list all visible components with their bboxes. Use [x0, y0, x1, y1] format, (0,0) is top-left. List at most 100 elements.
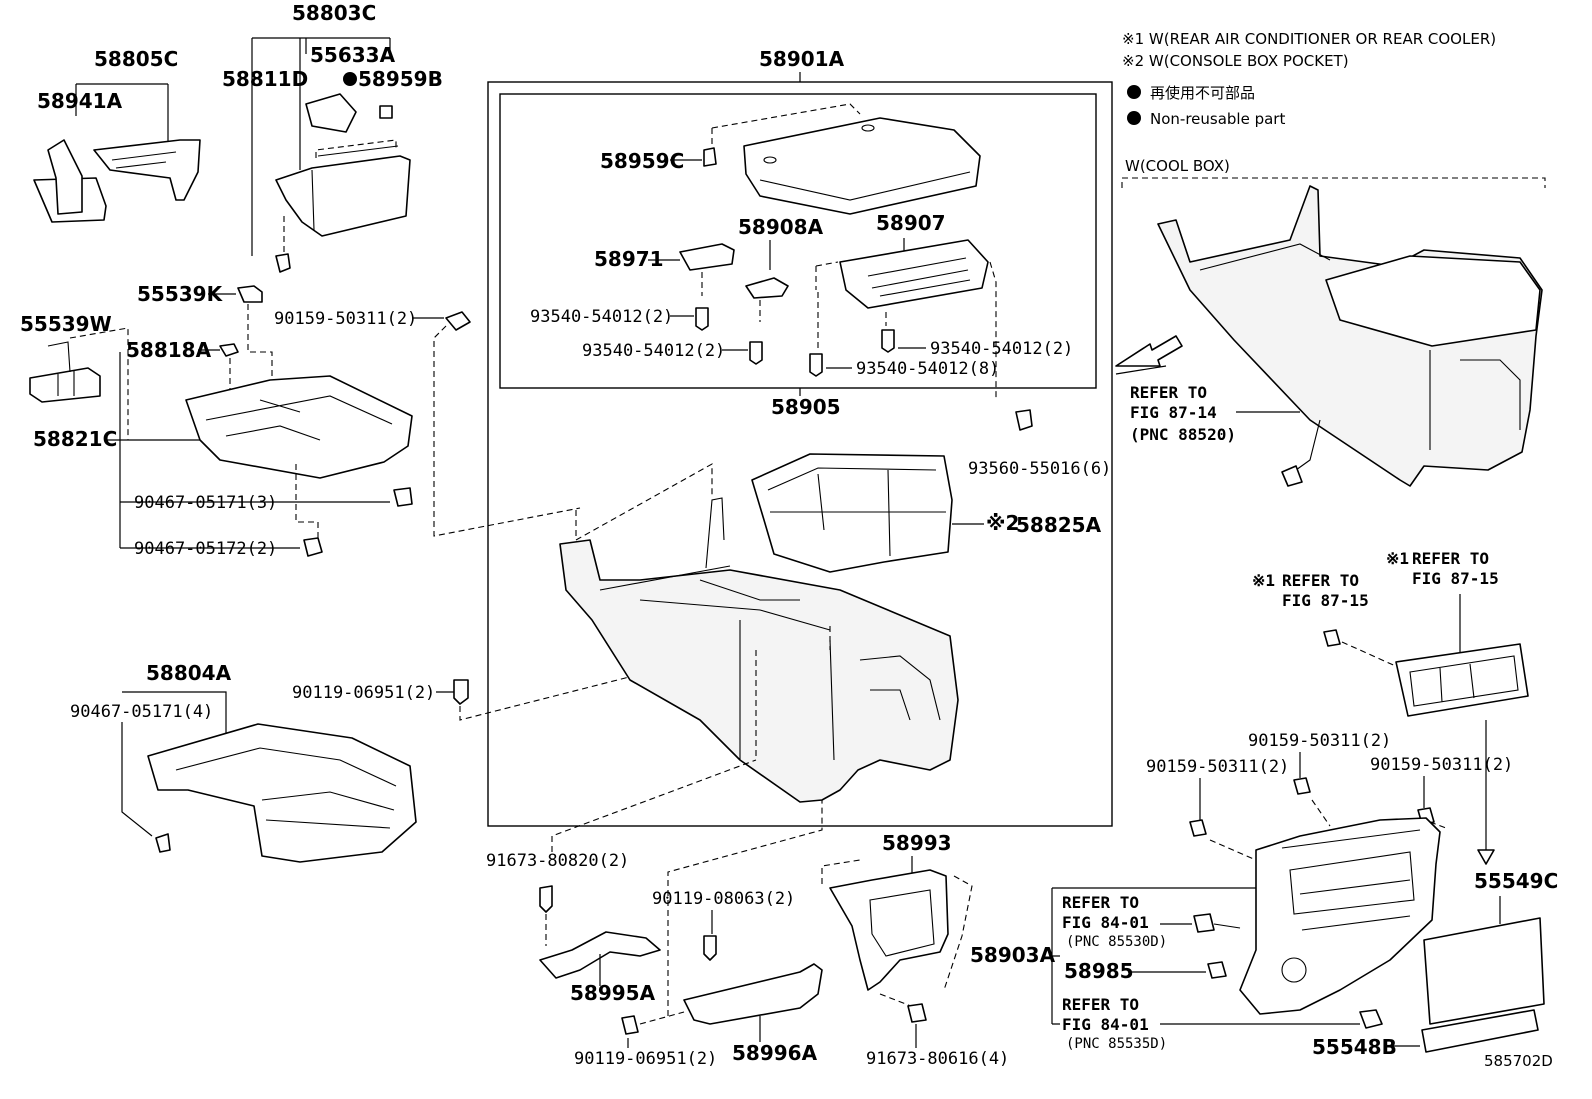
group-cool-box: REFER TO FIG 87-14 (PNC 88520): [1115, 185, 1543, 487]
screw-93540-icon: [749, 341, 763, 365]
frame-58901A: [487, 81, 1113, 827]
group-58805C: 58805C 58941A: [33, 47, 201, 223]
screw-icon: [1323, 629, 1341, 647]
part-58996A: [683, 963, 823, 1025]
bolt-91673-icon: [907, 1003, 927, 1023]
group-58903A-callouts: REFER TO FIG 84-01 (PNC 85530D) 58903A 5…: [970, 887, 1360, 1052]
group-58821C: 55539K 55539W 58818A 58821C 90467-05171(…: [20, 282, 413, 559]
label-91673-80616-4: 91673-80616(4): [866, 1049, 1009, 1069]
label-55549C: 55549C: [1474, 869, 1558, 893]
ref-84-01b-line1: REFER TO: [1062, 995, 1139, 1014]
arrow-down-icon: [1477, 849, 1495, 865]
ref-84-01a-line3: (PNC 85530D): [1066, 934, 1167, 950]
part-58941A-block: [47, 139, 83, 215]
part-58818A: [219, 343, 239, 357]
bolt-90119-icon: [453, 679, 469, 705]
frame-58905: [499, 93, 1097, 389]
group-90119-mid: 90119-06951(2): [292, 625, 831, 721]
label-90119-06951-bot: 90119-06951(2): [574, 1049, 717, 1069]
label-90119-08063-2: 90119-08063(2): [652, 889, 795, 909]
label-58805C: 58805C: [94, 47, 178, 71]
label-93540-54012-2b: 93540-54012(2): [582, 341, 725, 361]
label-58803C: 58803C: [292, 1, 376, 25]
ref-84-01a-line1: REFER TO: [1062, 893, 1139, 912]
part-58825A-pocket: [751, 453, 953, 573]
non-reusable-dot-icon: [1127, 85, 1141, 99]
label-55539W: 55539W: [20, 312, 112, 336]
part-clip-90467-05172: [303, 537, 323, 557]
part-58993: [829, 869, 949, 991]
label-58941A: 58941A: [37, 89, 123, 113]
screw-93560-icon: [1015, 409, 1033, 431]
note-console-box-pocket: ※2 W(CONSOLE BOX POCKET): [1122, 52, 1349, 70]
bolt-90159-icon: [445, 311, 471, 331]
legend-notes: ※1 W(REAR AIR CONDITIONER OR REAR COOLER…: [1121, 30, 1546, 188]
group-rear-controls: ※1 REFER TO FIG 87-15 ※1 REFER TO FIG 87…: [1146, 549, 1558, 1059]
group-bottom-brackets: 91673-80820(2) 58995A 90119-08063(2) 589…: [486, 759, 1009, 1069]
screw-90159-icon: [1293, 777, 1311, 795]
non-reusable-en: Non-reusable part: [1150, 110, 1285, 128]
group-58803C: 58803C 55633A 58811D 58959B: [222, 1, 443, 273]
ref-87-15b-mark: ※1: [1386, 549, 1409, 568]
arrow-left-icon: [1115, 335, 1183, 367]
ref-84-01a-line2: FIG 84-01: [1062, 913, 1149, 932]
part-58971: [679, 243, 735, 271]
label-58804A: 58804A: [146, 661, 232, 685]
part-58821C-tray: [185, 375, 413, 479]
part-console-body: [559, 539, 959, 803]
label-90159-50311-l: 90159-50311(2): [1146, 757, 1289, 777]
label-58971: 58971: [594, 247, 664, 271]
screw-93540-icon: [695, 307, 709, 331]
part-58959C-pin: [703, 147, 717, 167]
part-58903A-panel: [1239, 817, 1441, 1015]
label-58995A: 58995A: [570, 981, 656, 1005]
non-reusable-dot-icon: [1127, 111, 1141, 125]
label-90467-05171-3: 90467-05171(3): [134, 493, 277, 513]
ref-87-14-line2: FIG 87-14: [1130, 403, 1217, 422]
label-58959B: 58959B: [358, 67, 443, 91]
part-console-lid: [743, 117, 981, 215]
note-rear-air-conditioner: ※1 W(REAR AIR CONDITIONER OR REAR COOLER…: [1122, 30, 1496, 48]
part-rear-ac-control: [1395, 643, 1529, 717]
group-58804A: 58804A 90467-05171(4): [70, 661, 417, 863]
label-58993: 58993: [882, 831, 952, 855]
cool-box-title: W(COOL BOX): [1125, 157, 1230, 175]
label-93560-55016-6: 93560-55016(6): [968, 459, 1111, 479]
label-58903A: 58903A: [970, 943, 1056, 967]
ref-87-15b-line1: REFER TO: [1412, 549, 1489, 568]
label-90159-50311-m: 90159-50311(2): [1248, 731, 1391, 751]
part-58811D-clip: [275, 253, 291, 273]
label-58825A: 58825A: [1016, 513, 1102, 537]
screw-90159-icon: [1189, 819, 1207, 837]
ref-84-01b-line3: (PNC 85535D): [1066, 1036, 1167, 1052]
label-58959C: 58959C: [600, 149, 684, 173]
label-55548B: 55548B: [1312, 1035, 1397, 1059]
group-58901A: 58901A 58905 58959C 58907 58971 58908A 9…: [487, 47, 1113, 827]
ref-87-15a-line2: FIG 87-15: [1282, 591, 1369, 610]
label-90159-50311-r: 90159-50311(2): [1370, 755, 1513, 775]
part-58804A: [147, 723, 417, 863]
bolt-90119-icon: [621, 1015, 639, 1035]
label-58985: 58985: [1064, 959, 1134, 983]
ref-87-15a-mark: ※1: [1252, 571, 1275, 590]
part-58803C-box: [275, 155, 411, 237]
ref-87-15b-line2: FIG 87-15: [1412, 569, 1499, 588]
label-58811D: 58811D: [222, 67, 308, 91]
part-55633A: [305, 93, 357, 133]
label-90467-05172-2: 90467-05172(2): [134, 539, 277, 559]
screw-93540-icon: [809, 353, 823, 377]
part-55548B-clip: [1359, 1009, 1383, 1029]
part-clip-90467-05171-b: [155, 833, 171, 853]
non-reusable-dot-icon: [343, 72, 357, 86]
group-90159-top: 90159-50311(2): [274, 309, 581, 537]
connector-85530D-icon: [1193, 913, 1215, 933]
label-58907: 58907: [876, 211, 946, 235]
label-58908A: 58908A: [738, 215, 824, 239]
part-55548B-tray: [1421, 1009, 1539, 1053]
label-55633A: 55633A: [310, 43, 396, 67]
label-90119-06951-mid: 90119-06951(2): [292, 683, 435, 703]
ref-84-01b-line2: FIG 84-01: [1062, 1015, 1149, 1034]
label-58905: 58905: [771, 395, 841, 419]
part-clip-90467-05171: [393, 487, 413, 507]
